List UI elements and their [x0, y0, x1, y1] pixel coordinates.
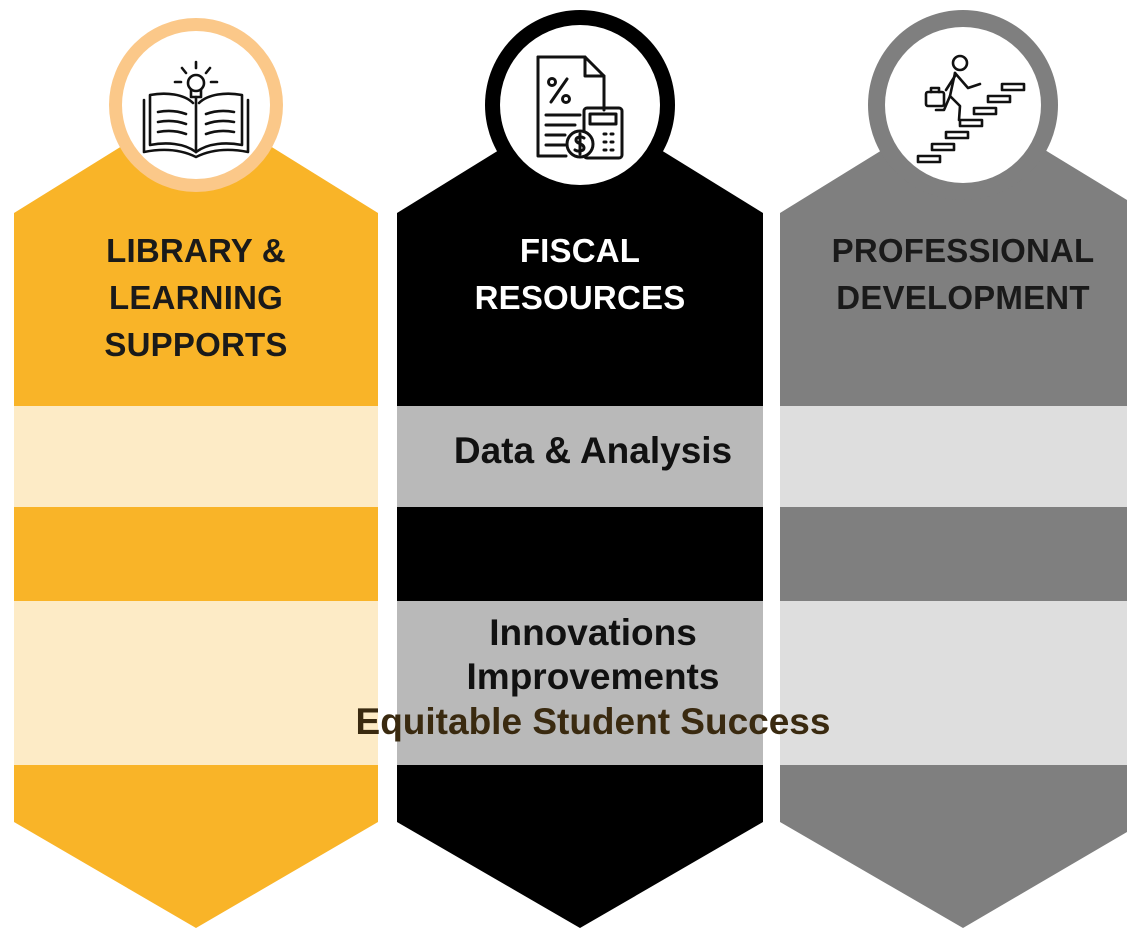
pillar-professional-title-line: DEVELOPMENT [836, 278, 1090, 316]
band-outcomes-fiscal [397, 601, 763, 765]
band-outcomes-improvements: Improvements [466, 656, 720, 697]
band-outcomes-library [14, 601, 378, 765]
band-outcomes [14, 601, 1127, 765]
band-data-analysis [14, 406, 1127, 507]
pillar-fiscal-badge [500, 25, 660, 185]
band-data-analysis-professional [780, 406, 1127, 507]
band-data-analysis-library [14, 406, 378, 507]
open-book-lightbulb-icon [142, 60, 250, 159]
pillar-professional-badge [885, 27, 1041, 183]
band-outcomes-equitable-success: Equitable Student Success [355, 701, 831, 742]
pillar-professional-shape [780, 100, 1127, 928]
pillar-library-title: LIBRARY & LEARNING SUPPORTS [14, 228, 378, 369]
pillar-fiscal-title-line: RESOURCES [474, 278, 686, 316]
pillar-fiscal-shape [397, 100, 763, 928]
pillar-professional-title-line: PROFESSIONAL [831, 232, 1095, 269]
pillar-library-title-line: LIBRARY & [106, 232, 286, 269]
band-outcomes-professional [780, 601, 1127, 765]
person-climbing-stairs-icon [916, 54, 1026, 164]
band-outcomes-innovations: Innovations [489, 612, 697, 653]
pillar-library-title-line: SUPPORTS [104, 325, 288, 363]
pillar-professional-title: PROFESSIONAL DEVELOPMENT [780, 228, 1127, 322]
pillar-library-title-line: LEARNING [109, 278, 283, 316]
band-data-analysis-label: Data & Analysis [453, 430, 733, 471]
pillar-fiscal-title-line: FISCAL [519, 232, 641, 269]
pillar-fiscal-title: FISCAL RESOURCES [397, 228, 763, 322]
band-data-analysis-fiscal [397, 406, 763, 507]
finance-document-calculator-icon [536, 55, 624, 160]
pillar-library-shape [14, 100, 378, 928]
